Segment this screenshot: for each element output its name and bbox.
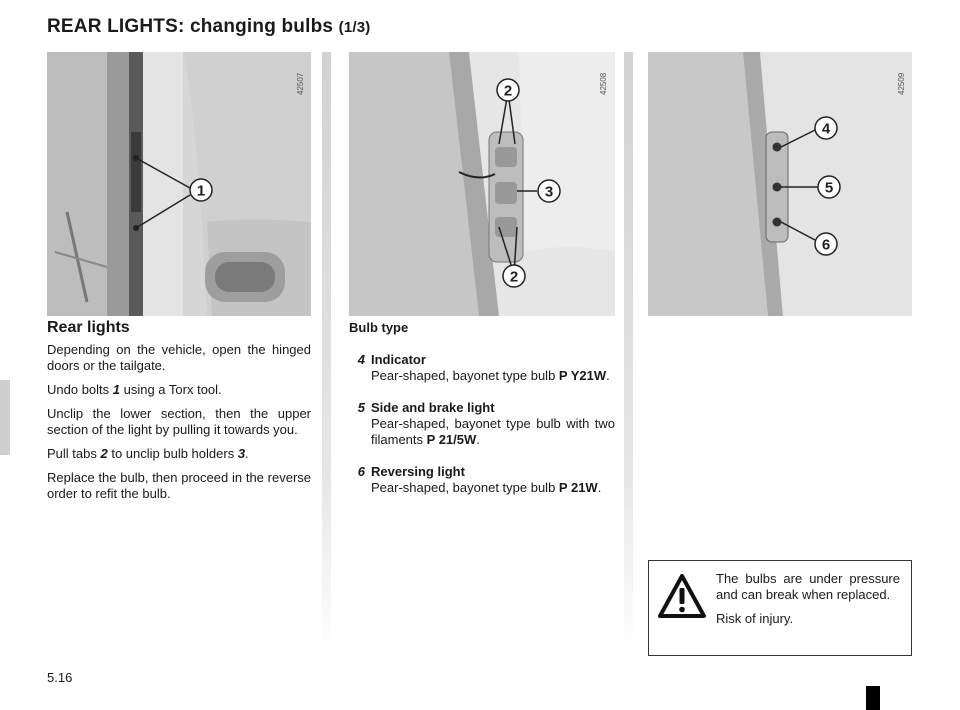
column-separator xyxy=(624,52,633,652)
warning-box: The bulbs are under pressure and can bre… xyxy=(648,560,912,656)
figure-bulb-holder-tabs: 2 3 2 xyxy=(349,52,615,316)
section-heading: Rear lights xyxy=(47,319,130,336)
paragraph: Unclip the lower section, then the upper… xyxy=(47,406,311,437)
page-corner-mark xyxy=(866,686,880,710)
callout-6: 6 xyxy=(822,237,830,254)
warning-triangle-icon xyxy=(658,574,706,618)
warning-text: The bulbs are under pressure and can bre… xyxy=(716,571,900,602)
figure-ref-number: 42508 xyxy=(599,72,608,95)
callout-2-bottom: 2 xyxy=(510,269,518,286)
callout-1: 1 xyxy=(197,183,205,200)
callout-3: 3 xyxy=(545,184,553,201)
paragraph: Replace the bulb, then proceed in the re… xyxy=(47,470,311,501)
paragraph-undo-bolts: Undo bolts 1 using a Torx tool. xyxy=(47,382,222,397)
figure-ref-number: 42509 xyxy=(897,72,906,95)
column-separator xyxy=(322,52,331,652)
paragraph: Depending on the vehicle, open the hinge… xyxy=(47,342,311,373)
bulb-type-heading: Bulb type xyxy=(349,320,409,335)
page-title-part: (1/3) xyxy=(338,19,371,36)
chapter-tab xyxy=(0,380,10,455)
callout-2-top: 2 xyxy=(504,83,512,100)
warning-text: Risk of injury. xyxy=(716,611,794,626)
page-title: REAR LIGHTS: changing bulbs (1/3) xyxy=(47,16,371,38)
figure-rear-door-bolts: 1 xyxy=(47,52,311,316)
figure-bulb-positions: 4 5 6 xyxy=(648,52,912,316)
page-number: 5.16 xyxy=(47,670,73,685)
callout-5: 5 xyxy=(825,180,833,197)
paragraph-pull-tabs: Pull tabs 2 to unclip bulb holders 3. xyxy=(47,446,249,461)
callout-4: 4 xyxy=(822,121,831,138)
page-title-main: REAR LIGHTS: changing bulbs xyxy=(47,16,334,37)
figure-ref-number: 42507 xyxy=(296,72,305,95)
rear-lights-section: Rear lights Depending on the vehicle, op… xyxy=(47,320,311,510)
